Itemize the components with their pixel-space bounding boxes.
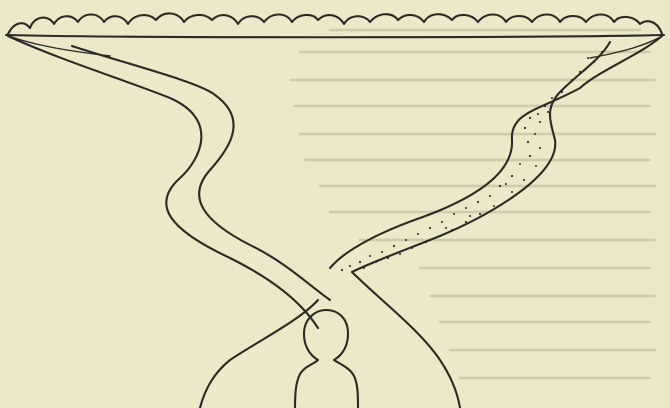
horizon-line — [6, 35, 664, 37]
path-stem — [200, 272, 460, 408]
person-silhouette — [295, 310, 358, 408]
clear-path-left — [8, 36, 330, 328]
show-through-text-lines — [290, 30, 655, 378]
dotted-path-right — [330, 36, 662, 272]
